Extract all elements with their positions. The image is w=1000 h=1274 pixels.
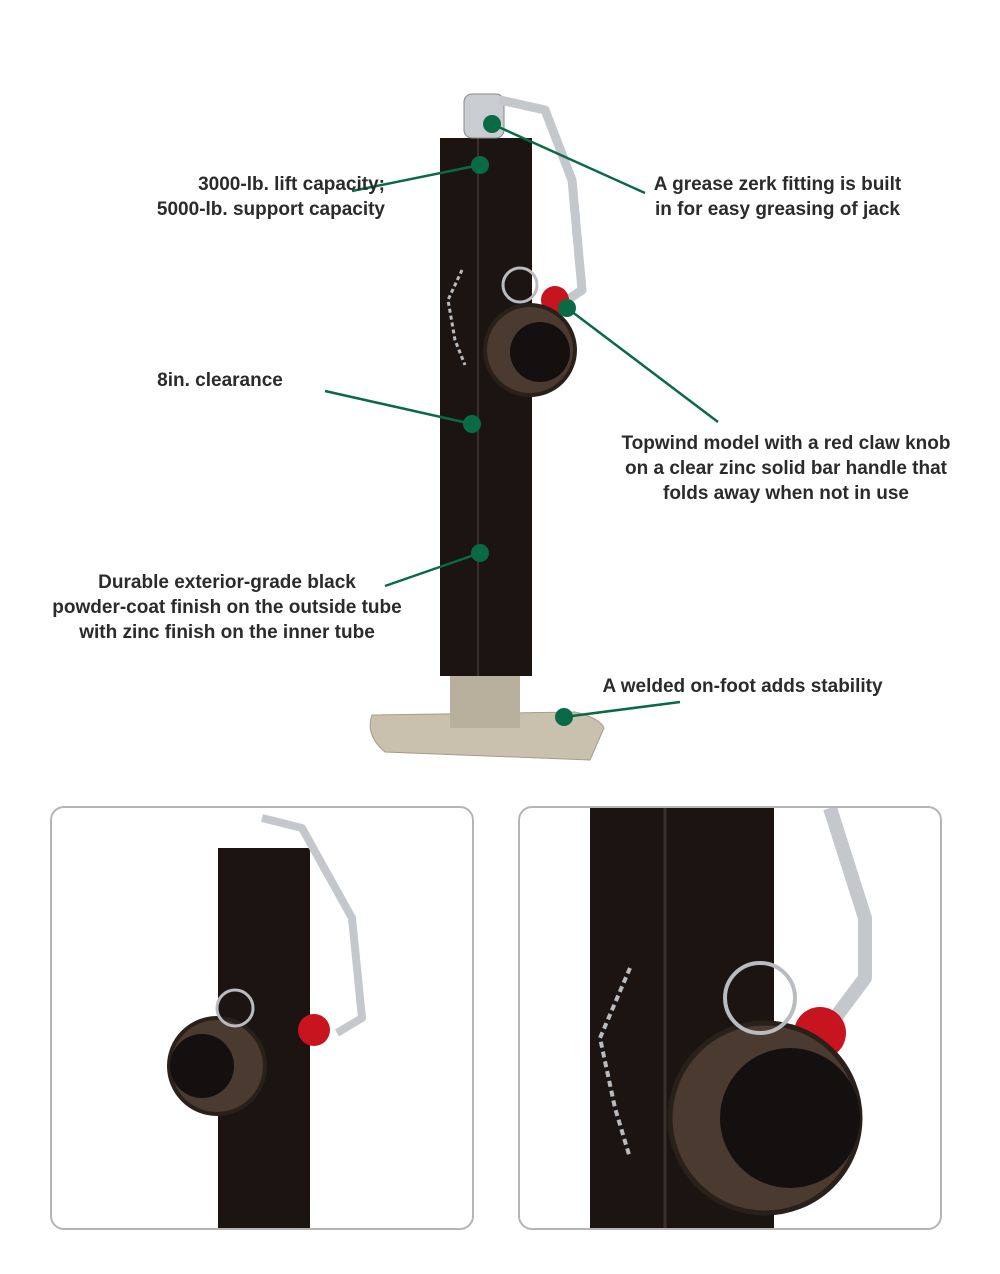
callout-line: in for easy greasing of jack: [655, 199, 900, 220]
handle-bar: [499, 95, 587, 309]
detail-photo-left: [50, 806, 474, 1230]
jack-illustration: [324, 93, 719, 761]
callout-dots: [463, 115, 576, 726]
callout-finish: Durable exterior-grade black powder-coat…: [30, 570, 424, 645]
callout-lines: [324, 122, 719, 719]
callout-topwind: Topwind model with a red claw knob on a …: [600, 431, 972, 506]
callout-line: 3000-lb. lift capacity;: [198, 174, 385, 195]
inner-tube: [450, 668, 520, 728]
detail-photo-right: [518, 806, 942, 1230]
callout-line: folds away when not in use: [663, 483, 909, 504]
callout-line: A grease zerk fitting is built: [653, 174, 902, 195]
callout-line: Topwind model with a red claw knob: [621, 433, 951, 454]
outer-tube: [440, 138, 532, 676]
callout-line: 5000-lb. support capacity: [156, 199, 385, 220]
callout-line: A welded on-foot adds stability: [602, 676, 883, 697]
callout-grease: A grease zerk fitting is built in for ea…: [630, 172, 925, 222]
callout-clearance: 8in. clearance: [130, 368, 310, 393]
callout-line: Durable exterior-grade black: [98, 572, 356, 593]
callout-line: 8in. clearance: [157, 370, 283, 391]
callout-line: with zinc finish on the inner tube: [79, 622, 375, 643]
callout-capacity: 3000-lb. lift capacity; 5000-lb. support…: [120, 172, 385, 222]
callout-foot: A welded on-foot adds stability: [580, 674, 905, 699]
callout-line: on a clear zinc solid bar handle that: [624, 458, 948, 479]
callout-line: powder-coat finish on the outside tube: [52, 597, 402, 618]
